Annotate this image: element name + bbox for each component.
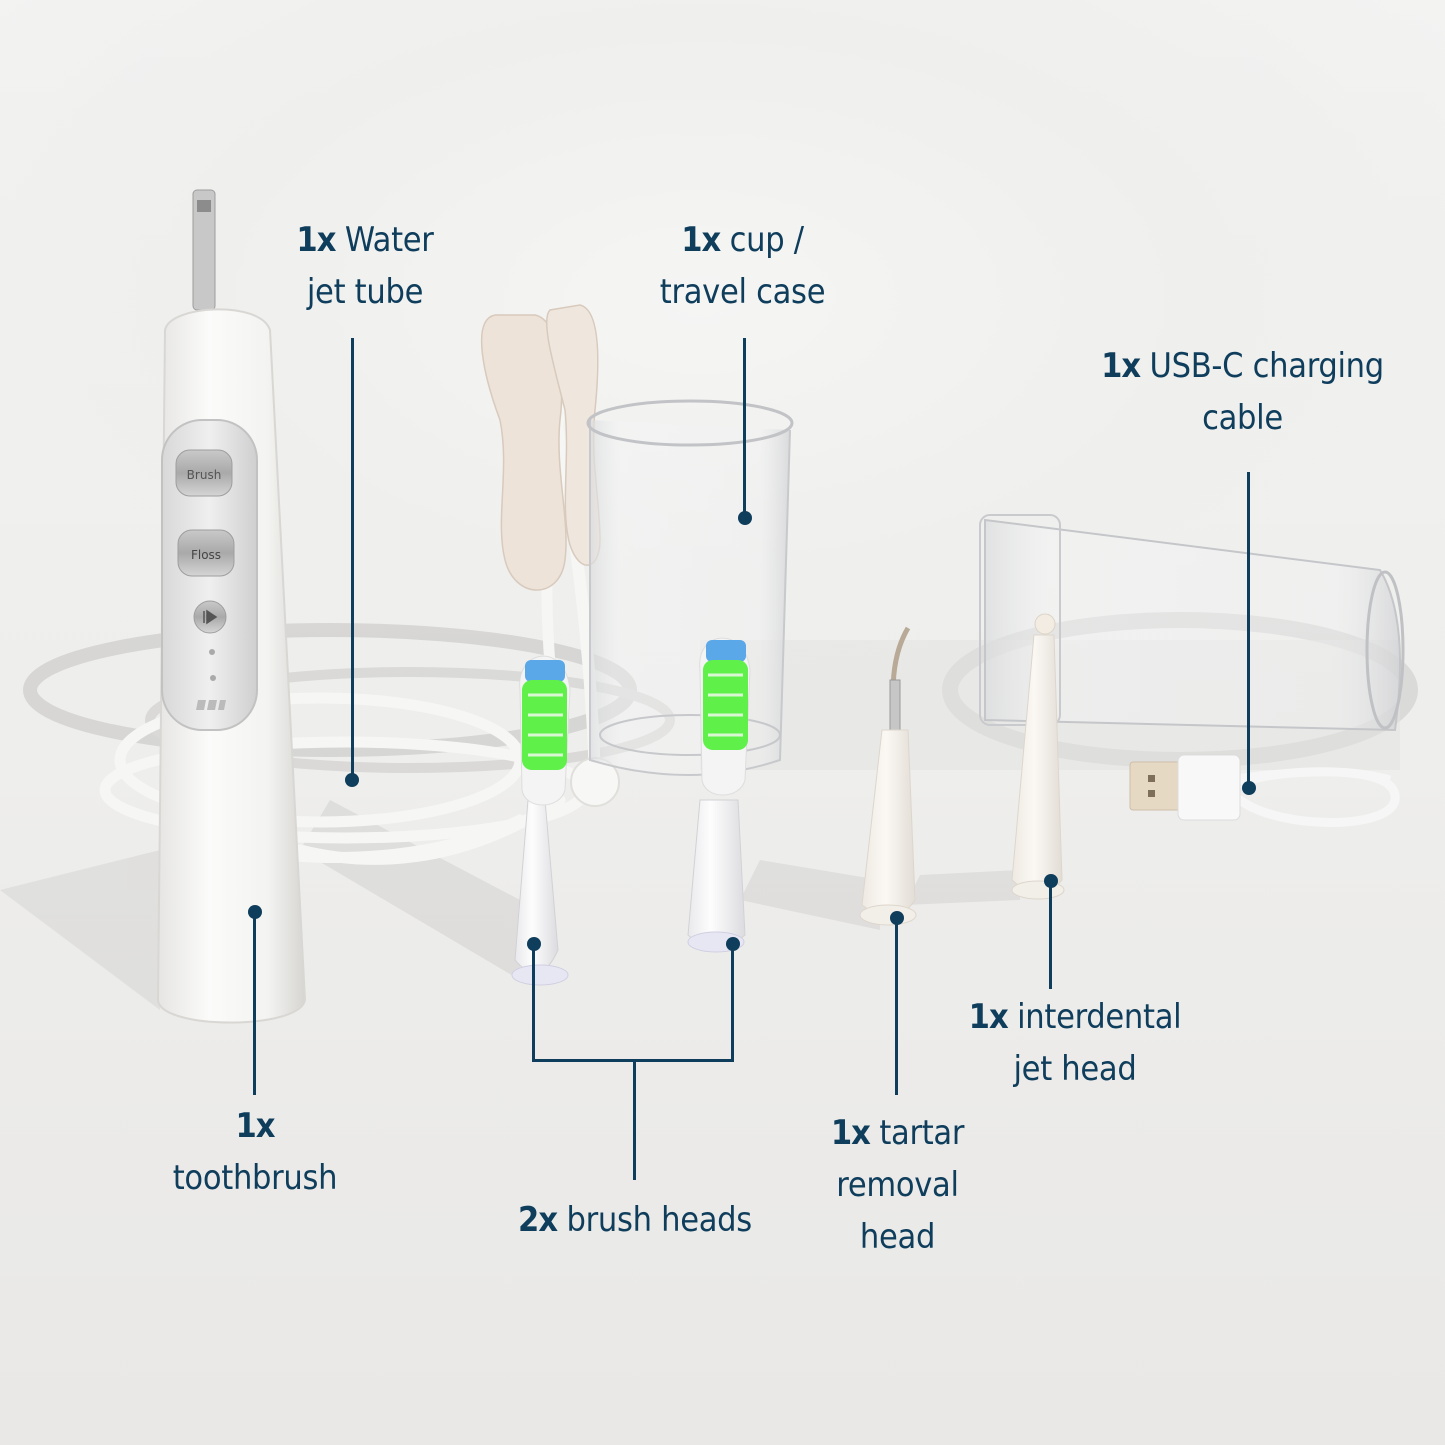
callout-line-tartar-head	[895, 918, 898, 1095]
callout-line-toothbrush	[253, 912, 256, 1095]
brush-head-1	[511, 655, 571, 986]
tube-holder-clip	[480, 304, 620, 807]
callout-line-water-jet-tube	[351, 338, 354, 780]
callout-line-usb-cable	[1247, 472, 1250, 788]
callout-line-cup	[743, 338, 746, 518]
label-tartar-removal-head: 1x tartar removal head	[830, 1113, 965, 1257]
callout-bracket-left	[532, 944, 535, 1062]
callout-dot-usb-cable	[1242, 781, 1256, 795]
svg-text:Floss: Floss	[191, 548, 221, 562]
label-water-jet-tube: 1x Water jet tube	[296, 220, 434, 312]
travel-tube-case	[979, 514, 1405, 732]
label-usb-c-cable: 1x USB-C charging cable	[1101, 346, 1384, 438]
callout-bracket-stem	[633, 1059, 636, 1180]
toothbrush-handle: Brush Floss	[156, 189, 307, 1024]
svg-text:Brush: Brush	[187, 468, 222, 482]
callout-dot-water-jet-tube	[345, 773, 359, 787]
tartar-removal-head	[859, 626, 917, 926]
usb-c-cable	[1129, 754, 1400, 827]
label-brush-heads: 2x brush heads	[518, 1200, 752, 1240]
brush-head-2	[687, 637, 751, 953]
callout-dot-cup	[738, 511, 752, 525]
label-interdental-jet-head: 1x interdental jet head	[968, 997, 1182, 1089]
callout-line-interdental-head	[1049, 881, 1052, 989]
callout-bracket-right	[731, 944, 734, 1062]
label-cup-travel-case: 1x cup / travel case	[659, 220, 826, 312]
cup-travel-case	[586, 399, 794, 776]
label-toothbrush: 1x toothbrush	[172, 1106, 338, 1198]
